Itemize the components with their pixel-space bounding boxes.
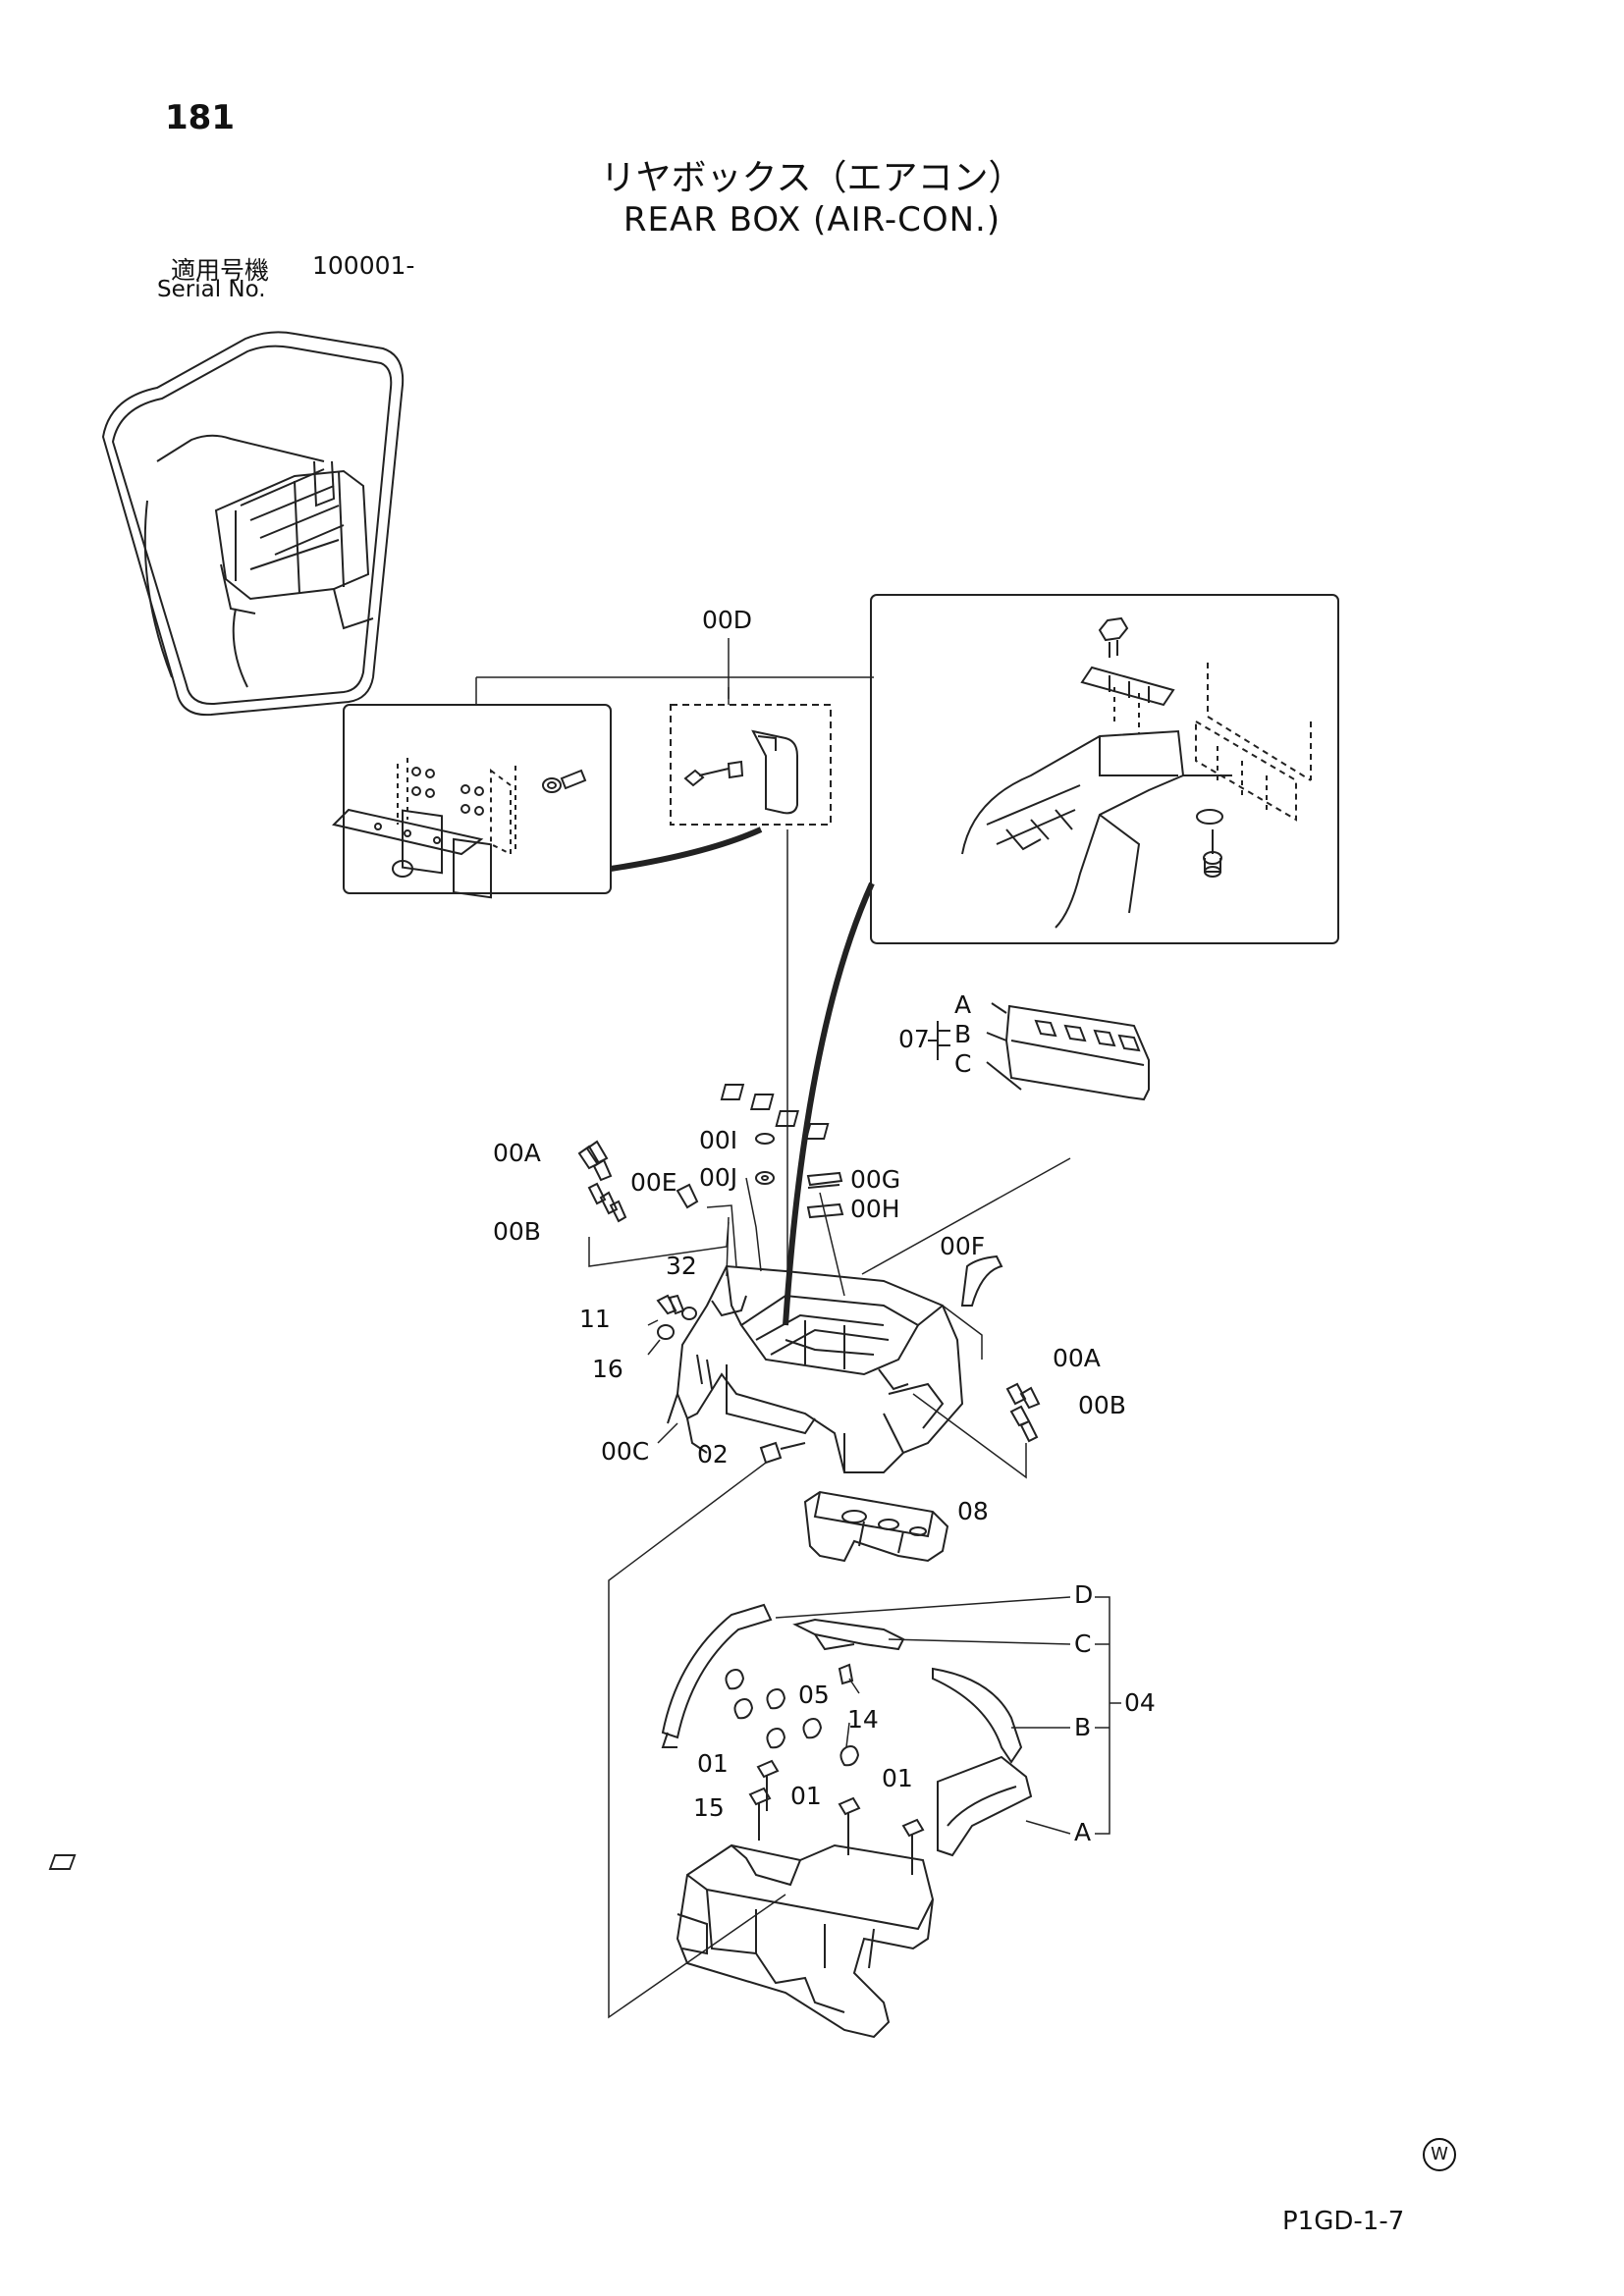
callout-00A-right: 00A [1053,1344,1101,1372]
serial-range: 100001- [312,251,415,280]
callout-00E: 00E [630,1168,677,1197]
callout-00D: 00D [702,606,752,634]
callout-00B-right: 00B [1078,1391,1126,1419]
callout-07A: A [954,990,971,1019]
part-07-switch-box [720,1002,1150,1140]
page-number: 181 [165,98,235,137]
callout-00J: 00J [699,1163,737,1192]
callout-00B-left: 00B [493,1217,541,1246]
detail-inset-bracket [332,704,612,899]
callout-07C: C [954,1049,971,1078]
rear-box-main [667,1264,964,1473]
page-title-japanese: リヤボックス（エアコン） [600,158,1024,198]
callout-01-a: 01 [697,1749,729,1778]
callout-32: 32 [666,1252,697,1280]
manufacturer-mark: W [1423,2138,1456,2171]
callout-00A-left: 00A [493,1139,541,1167]
callout-00I: 00I [699,1126,737,1154]
callout-15: 15 [693,1793,725,1822]
callout-04: 04 [1124,1688,1156,1717]
callout-00C: 00C [601,1437,649,1466]
part-08-duct [803,1490,949,1563]
callout-00F: 00F [940,1232,985,1260]
callout-08: 08 [957,1497,989,1525]
part-14-clamps [725,1669,860,1767]
callout-07B: B [954,1020,971,1048]
detail-inset-mounting [870,594,1339,944]
callout-04A: A [1074,1818,1091,1846]
callout-00G: 00G [850,1165,900,1194]
callout-02: 02 [697,1440,729,1468]
serial-label-english: Serial No. [157,277,266,302]
page-code: P1GD-1-7 [1282,2207,1405,2236]
callout-14: 14 [847,1705,879,1734]
callout-04C: C [1074,1629,1091,1658]
callout-11: 11 [579,1305,611,1333]
page-title-english: REAR BOX (AIR-CON.) [623,200,1001,240]
callout-16: 16 [592,1355,623,1383]
callout-01-c: 01 [882,1764,913,1792]
callout-04B: B [1074,1713,1091,1741]
cab-overview-drawing [101,331,405,717]
callout-05: 05 [798,1681,830,1709]
serial-label-japanese: 適用号機 [171,256,270,285]
detail-00D [670,704,832,826]
small-parts-cluster [577,1133,1041,1465]
bolts-01-15 [748,1759,925,1875]
callout-00H: 00H [850,1195,900,1223]
callout-07: 07 [898,1025,930,1053]
callout-04D: D [1074,1580,1093,1609]
base-frame [48,1843,935,2039]
callout-01-b: 01 [790,1782,822,1810]
part-04-frames [661,1603,1033,1857]
